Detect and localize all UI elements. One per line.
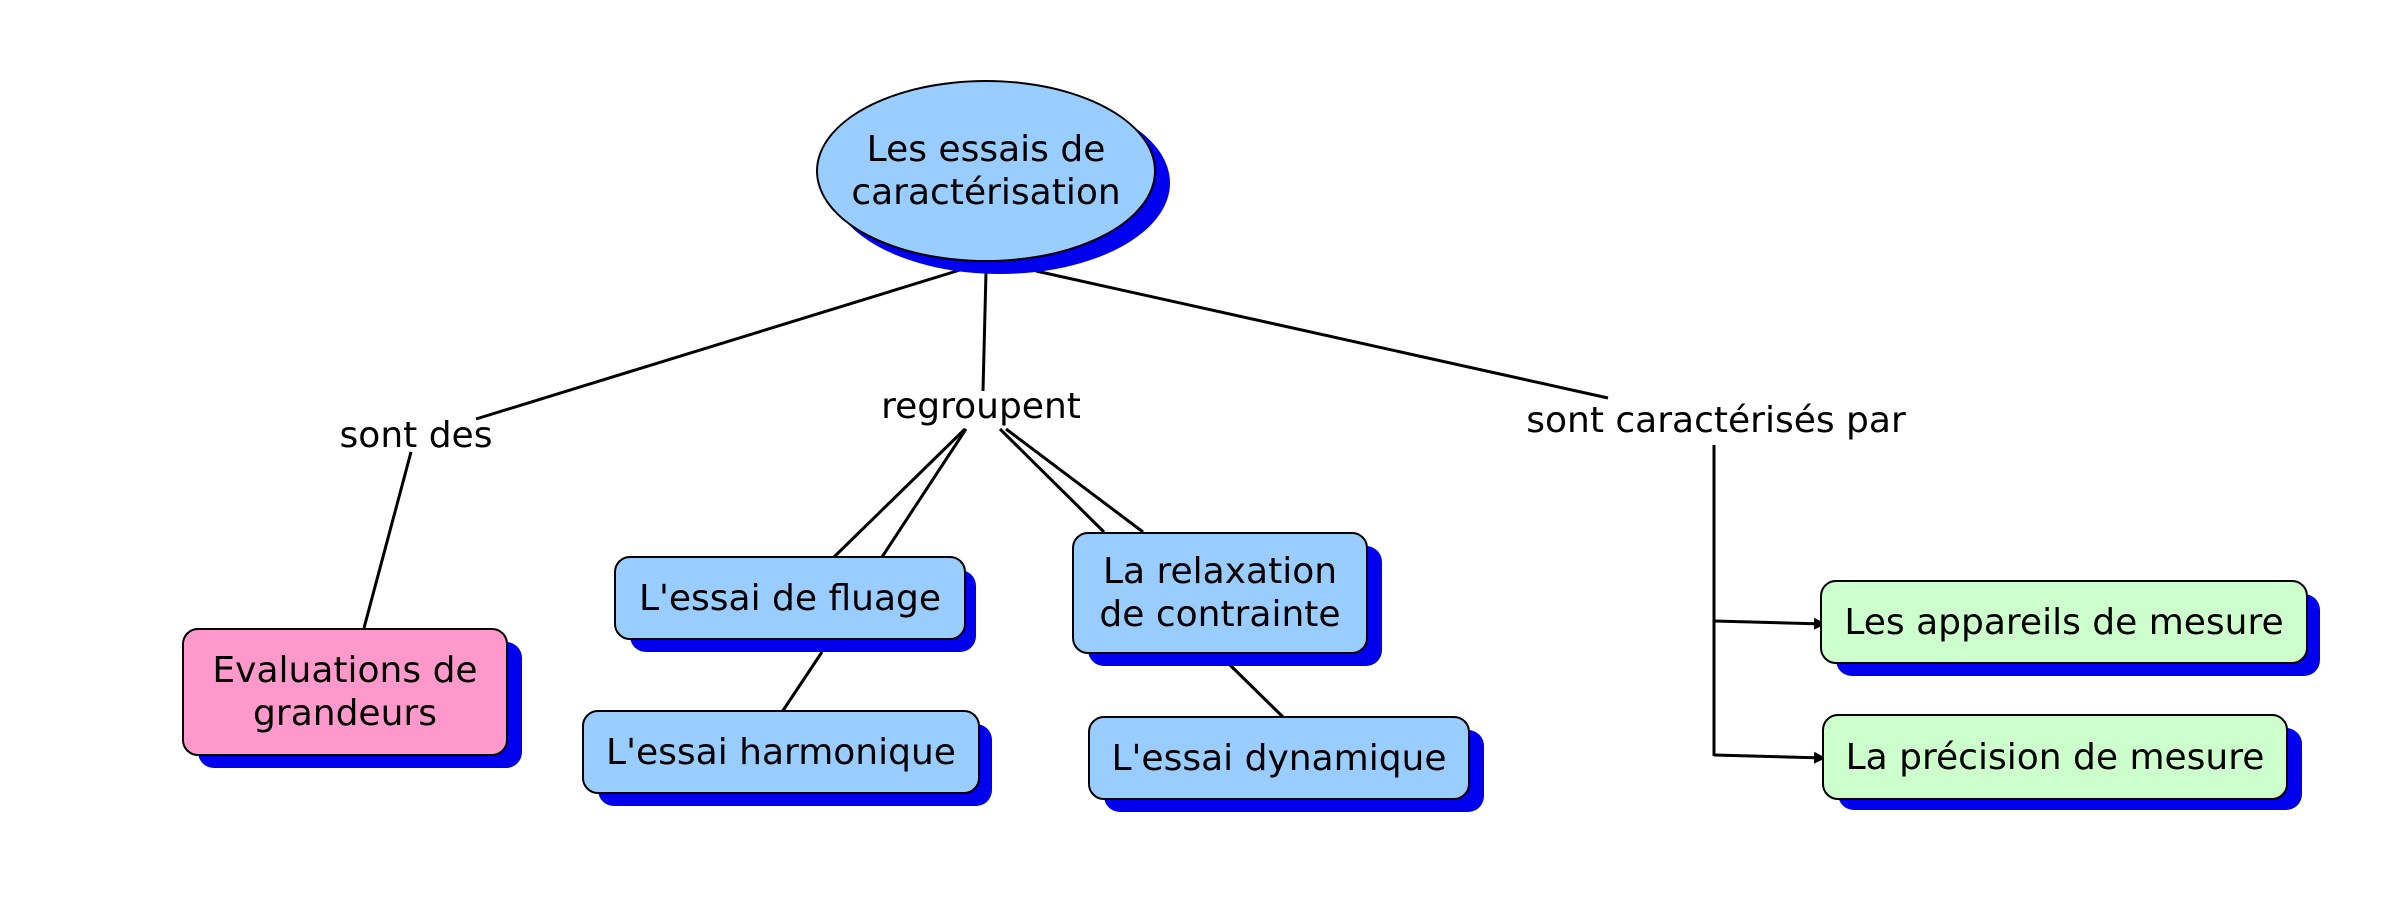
edge-caracterises-precision: [1713, 751, 1826, 764]
concept-relaxation[interactable]: La relaxation de contrainte: [1072, 532, 1368, 654]
concept-evaluations[interactable]: Evaluations de grandeurs: [182, 628, 508, 756]
edge-root-sont-des: [475, 268, 961, 421]
concept-dynamique-label: L'essai dynamique: [1111, 737, 1447, 779]
concept-appareils-label: Les appareils de mesure: [1844, 601, 2284, 643]
concept-appareils[interactable]: Les appareils de mesure: [1820, 580, 2308, 664]
concept-harmonique[interactable]: L'essai harmonique: [582, 710, 980, 794]
edge-regroupent-relaxation-a: [998, 427, 1106, 534]
concept-harmonique-label: L'essai harmonique: [606, 731, 956, 773]
concept-evaluations-label: Evaluations de grandeurs: [212, 650, 478, 734]
link-sont-des: sont des: [339, 415, 493, 456]
link-regroupent: regroupent: [881, 386, 1081, 427]
edge-regroupent-relaxation-b: [1005, 427, 1144, 534]
edge-fluage-harmonique: [780, 651, 824, 713]
concept-precision[interactable]: La précision de mesure: [1822, 714, 2288, 800]
edge-root-caracterises: [1035, 269, 1609, 400]
concept-dynamique[interactable]: L'essai dynamique: [1088, 716, 1470, 800]
edge-relaxation-dynamique: [1227, 662, 1286, 720]
concept-relaxation-label: La relaxation de contrainte: [1099, 551, 1341, 635]
edge-root-regroupent: [981, 271, 988, 392]
link-caracterises: sont caractérisés par: [1526, 400, 1906, 441]
edge-regroupent-fluage-a: [832, 427, 967, 559]
edge-caracterises-appareils: [1713, 617, 1826, 630]
edge-regroupent-fluage-b: [880, 428, 968, 558]
root-concept[interactable]: Les essais de caractérisation: [816, 80, 1156, 262]
edge-sont-des-evaluations: [362, 451, 413, 629]
concept-fluage[interactable]: L'essai de fluage: [614, 556, 966, 640]
root-concept-label: Les essais de caractérisation: [851, 129, 1121, 213]
concept-precision-label: La précision de mesure: [1845, 736, 2265, 778]
concept-fluage-label: L'essai de fluage: [638, 577, 942, 619]
